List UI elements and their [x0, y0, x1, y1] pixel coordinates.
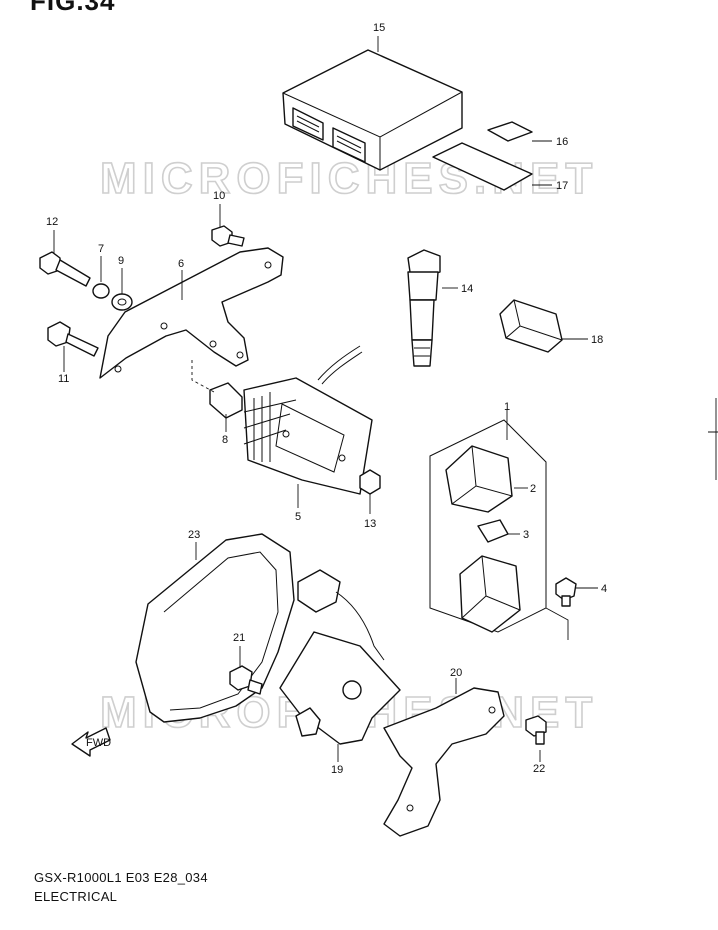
callout-12: 12	[46, 216, 58, 228]
regulator-rectifier-icon[interactable]	[243, 345, 373, 495]
fuse-box-body-icon[interactable]	[459, 555, 521, 633]
fuse-box-cover-icon[interactable]	[445, 445, 513, 513]
figure-title: FIG.34	[30, 0, 116, 16]
callout-8: 8	[222, 434, 228, 446]
callout-18: 18	[591, 334, 603, 346]
bolt-icon[interactable]	[39, 251, 91, 287]
cushion-pad-icon[interactable]	[487, 121, 533, 142]
callout-7: 7	[98, 243, 104, 255]
ecm-icon[interactable]	[282, 49, 463, 171]
callout-10: 10	[213, 190, 225, 202]
callout-13: 13	[364, 518, 376, 530]
cushion-icon[interactable]	[111, 293, 133, 311]
callout-16: 16	[556, 136, 568, 148]
ignition-coil-icon[interactable]	[407, 249, 441, 367]
section-title: ELECTRICAL	[34, 889, 118, 904]
cushion-pad-icon[interactable]	[432, 142, 533, 191]
bracket-icon[interactable]	[99, 247, 284, 379]
callout-5: 5	[295, 511, 301, 523]
callout-9: 9	[118, 255, 124, 267]
bolt-icon[interactable]	[211, 225, 245, 247]
callout-19: 19	[331, 764, 343, 776]
washer-icon[interactable]	[92, 283, 110, 299]
callout-17: 17	[556, 180, 568, 192]
diagram-code: GSX-R1000L1 E03 E28_034	[34, 870, 208, 885]
cover-icon[interactable]	[135, 533, 295, 723]
bolt-icon[interactable]	[525, 715, 547, 745]
sensor-icon[interactable]	[279, 569, 401, 745]
leader-lines	[53, 36, 598, 762]
fwd-arrow-icon: FWD	[71, 727, 111, 757]
bracket-icon[interactable]	[383, 687, 505, 837]
callout-11: 11	[58, 373, 69, 385]
callout-15: 15	[373, 22, 385, 34]
callout-4: 4	[601, 583, 607, 595]
nut-icon[interactable]	[359, 469, 381, 495]
callout-14: 14	[461, 283, 473, 295]
callout-23: 23	[188, 529, 200, 541]
fuse-icon[interactable]	[477, 519, 509, 543]
callout-3: 3	[523, 529, 529, 541]
bolt-icon[interactable]	[555, 577, 577, 607]
callout-20: 20	[450, 667, 462, 679]
spacer-icon[interactable]	[209, 382, 243, 419]
callout-2: 2	[530, 483, 536, 495]
connector-icon[interactable]	[499, 299, 563, 353]
callout-1: 1	[504, 401, 510, 413]
callout-22: 22	[533, 763, 545, 775]
callout-21: 21	[233, 632, 245, 644]
callouts: 15 16 17 10 12 7 9 6 11 8 5 13 14 18 1 2…	[46, 22, 607, 776]
bolt-icon[interactable]	[47, 321, 99, 357]
fwd-label: FWD	[86, 737, 111, 749]
callout-6: 6	[178, 258, 184, 270]
bolt-icon[interactable]	[229, 665, 263, 695]
